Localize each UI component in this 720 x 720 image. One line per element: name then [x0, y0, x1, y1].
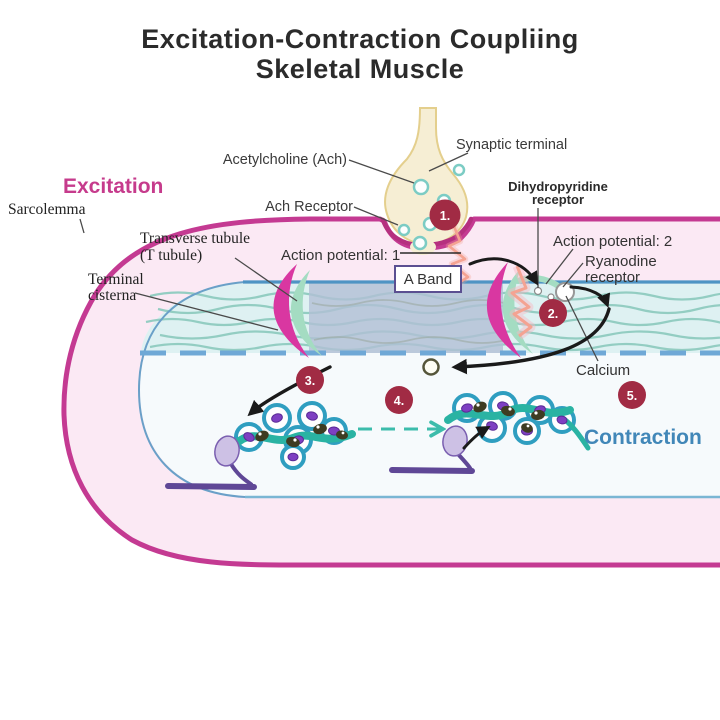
label-acetylcholine: Acetylcholine (Ach): [223, 152, 347, 168]
leader-synaptic-terminal: [428, 152, 469, 172]
dihydropyridine-receptor-dot-1: [533, 286, 543, 296]
label-terminal-cisterna-2: cisterna: [88, 287, 136, 304]
membrane-dip: [380, 216, 474, 248]
cylinder-left-cap: [137, 281, 246, 498]
myosin-left: [165, 435, 257, 490]
myosin-filament: [165, 483, 257, 490]
step-badge-5: 5.: [618, 381, 646, 409]
step-badge-2: 2.: [539, 299, 567, 327]
a-band-waves: [311, 299, 507, 344]
terminal-cisterna-1: [290, 270, 322, 356]
vesicle: [452, 163, 466, 177]
label-excitation: Excitation: [63, 175, 163, 198]
title-line-2: Skeletal Muscle: [256, 54, 465, 84]
step-4-number: 4.: [394, 394, 404, 408]
vesicle-at-cleft: [412, 235, 428, 251]
step-2-number: 2.: [548, 307, 558, 321]
label-action-potential-1: Action potential: 1: [281, 247, 400, 264]
leader-calcium: [565, 295, 599, 362]
leader-terminal-cisterna: [134, 292, 279, 331]
label-synaptic-terminal: Synaptic terminal: [456, 137, 567, 153]
arrow-calcium-to-troponin: [247, 365, 332, 417]
label-ryanodine-1: Ryanodine: [585, 253, 657, 270]
binding-site: [287, 452, 299, 462]
label-terminal-cisterna-1: Terminal: [88, 271, 144, 288]
t-tubule-2-group: [486, 262, 575, 358]
process-arrows: [247, 257, 611, 417]
label-calcium: Calcium: [576, 362, 630, 379]
leader-transverse-tubule: [234, 257, 298, 302]
label-sarcolemma: Sarcolemma: [8, 201, 86, 218]
label-ryanodine-2: receptor: [585, 269, 640, 286]
label-dihydropyridine-2: receptor: [532, 192, 584, 207]
myosin-neck: [229, 462, 254, 487]
label-action-potential-2: Action potential: 2: [553, 233, 672, 250]
binding-site: [556, 415, 568, 425]
ryanodine-receptor-circle: [555, 282, 575, 302]
step-badge-4: 4.: [385, 386, 413, 414]
leader-ach-receptor: [353, 206, 399, 226]
label-dihydropyridine-1: Dihydropyridine: [508, 179, 608, 194]
t-tubule-1: [273, 264, 309, 358]
actin-complex-right: [444, 391, 591, 451]
t-tubule-2: [486, 262, 521, 358]
arrow-myosin-binding: [462, 425, 491, 450]
troponin: [521, 423, 533, 433]
binding-site: [461, 403, 473, 413]
arrow-ryanodine-release: [569, 285, 611, 308]
text-labels: Excitation-Contraction Coupliing Skeleta…: [8, 24, 702, 449]
a-band-label-box: A Band: [394, 265, 462, 293]
binding-site: [243, 432, 255, 442]
action-potential-zigzag-1: [447, 218, 470, 286]
title-line-1: Excitation-Contraction Coupliing: [141, 24, 578, 54]
leader-sarcolemma: [79, 218, 85, 234]
step-badge-1: 1.: [429, 199, 461, 231]
leader-action-potential-2: [545, 248, 574, 285]
step-badges: 1. 2. 3. 4. 5.: [296, 199, 646, 414]
troponin-highlights: [476, 403, 538, 428]
troponin-highlights: [258, 425, 345, 442]
calcium-ion: [422, 358, 440, 376]
myosin-filament: [389, 467, 475, 474]
arrow-ap-to-dhp: [468, 257, 539, 286]
label-transverse-tubule-1: Transverse tubule: [140, 230, 250, 247]
actin-complex-left: [232, 401, 356, 470]
label-contraction: Contraction: [584, 426, 702, 449]
action-potential-zigzag-2: [510, 265, 533, 338]
binding-site: [271, 413, 283, 423]
arrow-calcium-flow: [451, 307, 611, 375]
actin-binding-sites: [243, 411, 340, 462]
myosin-neck: [456, 452, 473, 471]
troponin: [336, 430, 348, 440]
label-ach-receptor: Ach Receptor: [265, 199, 353, 215]
step-1-number: 1.: [440, 209, 450, 223]
vesicle: [412, 178, 430, 196]
vesicle: [397, 223, 411, 237]
step-badge-3: 3.: [296, 366, 324, 394]
step-5-number: 5.: [627, 389, 637, 403]
leader-ryanodine: [562, 262, 584, 288]
label-a-band: A Band: [404, 271, 452, 288]
t-tubule-1-group: [273, 264, 322, 358]
binding-site: [306, 411, 318, 421]
myosin-head: [214, 435, 240, 467]
terminal-cisterna-2: [502, 268, 533, 354]
step-3-number: 3.: [305, 374, 315, 388]
leader-acetylcholine: [348, 159, 415, 184]
action-potential-zigzag-1-group: [445, 217, 472, 287]
label-transverse-tubule-2: (T tubule): [140, 247, 202, 264]
myosin-right: [389, 425, 491, 474]
